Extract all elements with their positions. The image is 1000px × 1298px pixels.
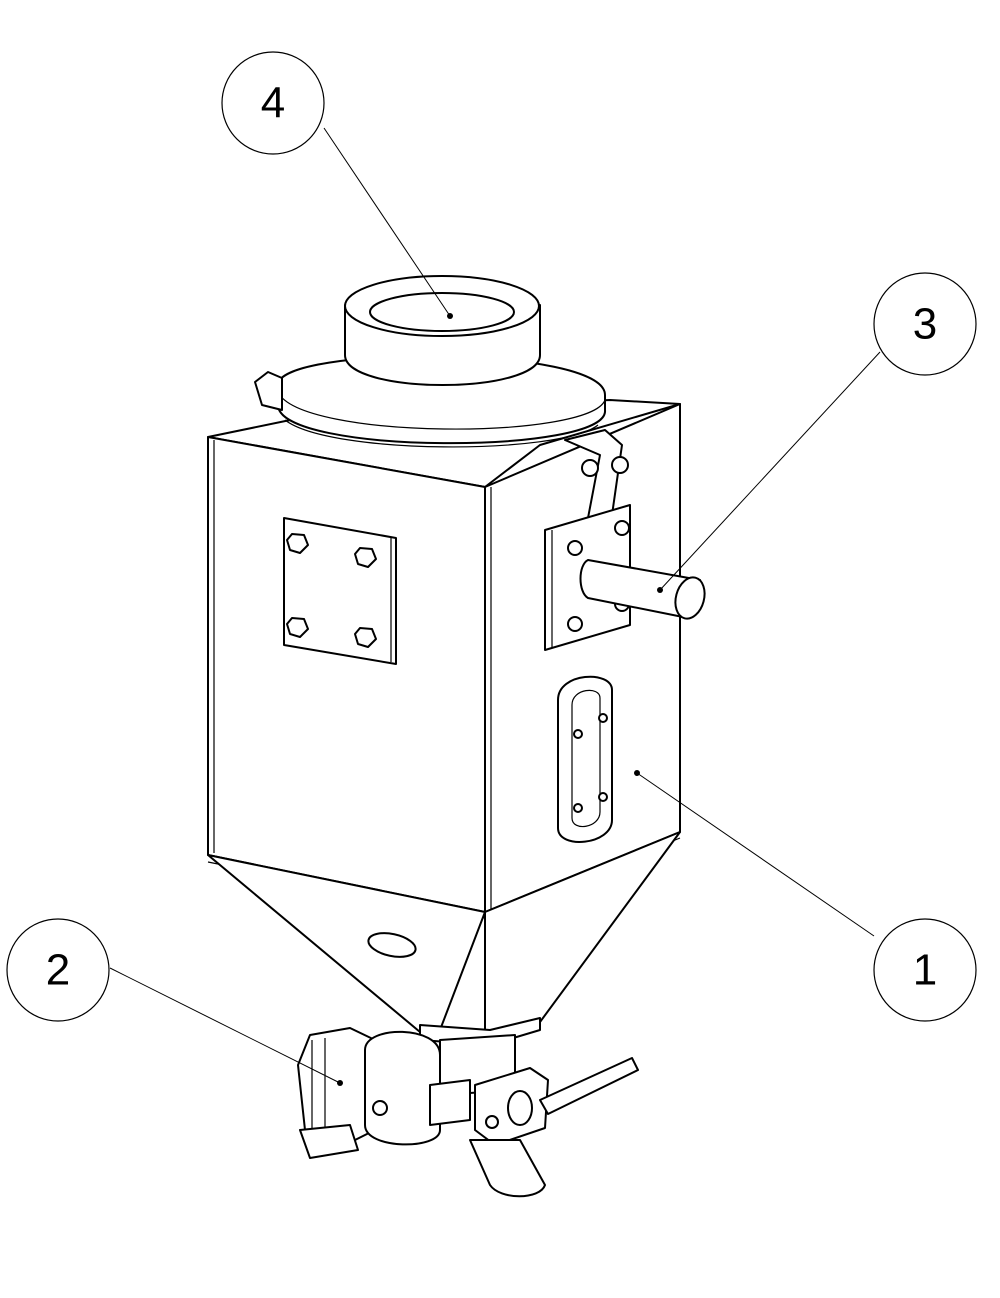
callout-1: 1	[873, 918, 977, 1022]
callout-3: 3	[873, 272, 977, 376]
callout-label-1: 1	[913, 946, 937, 995]
rotor-hub	[429, 1079, 471, 1126]
clamp-bolt	[581, 459, 599, 477]
lid-assembly	[254, 275, 629, 519]
leader-dot-2	[337, 1080, 343, 1086]
screw-icon	[372, 1100, 388, 1116]
inlet-pipe	[579, 559, 701, 619]
bolt-icon	[567, 616, 583, 632]
motor-housing	[297, 1027, 376, 1141]
leader-dot-4	[447, 313, 453, 319]
discharge-spout	[469, 1139, 546, 1198]
leader-line-4	[323, 127, 451, 317]
bracket-port	[507, 1090, 533, 1126]
cone-inspection-hole	[367, 932, 417, 958]
bolt-icon	[614, 520, 630, 536]
lid-clamp-left	[254, 371, 283, 411]
valve-assembly	[297, 1027, 639, 1198]
callout-label-3: 3	[913, 300, 937, 349]
pipe-opening	[674, 576, 706, 620]
screw-icon	[598, 713, 608, 723]
lid-disc	[277, 355, 607, 445]
bolt-icon	[354, 627, 377, 648]
bolt-icon	[567, 540, 583, 556]
mounting-clip	[299, 1124, 359, 1159]
box-front-face	[207, 436, 486, 913]
lever-rod	[539, 1057, 639, 1115]
valve-body	[364, 1030, 441, 1146]
screw-icon	[598, 792, 608, 802]
clamp-wingnut	[611, 456, 629, 474]
leader-line-2	[109, 967, 341, 1084]
bolt-icon	[286, 617, 309, 638]
bolt-icon	[354, 547, 377, 568]
sight-glass	[557, 675, 613, 843]
leader-line-1	[636, 772, 875, 937]
bolt-icon	[286, 533, 309, 554]
screw-icon	[573, 729, 583, 739]
leader-dot-1	[634, 770, 640, 776]
sight-glass-frame	[557, 675, 613, 843]
callout-4: 4	[221, 51, 325, 155]
screw-icon	[485, 1115, 499, 1129]
leader-line-3	[659, 351, 881, 591]
leader-dot-3	[657, 587, 663, 593]
hopper-body	[207, 399, 681, 1046]
callout-label-4: 4	[261, 79, 285, 128]
screw-icon	[573, 803, 583, 813]
callout-2: 2	[6, 918, 110, 1022]
inlet-opening	[369, 292, 515, 332]
air-inlet-assembly	[544, 504, 706, 651]
front-bolted-plate	[283, 517, 397, 665]
callout-label-2: 2	[46, 946, 70, 995]
